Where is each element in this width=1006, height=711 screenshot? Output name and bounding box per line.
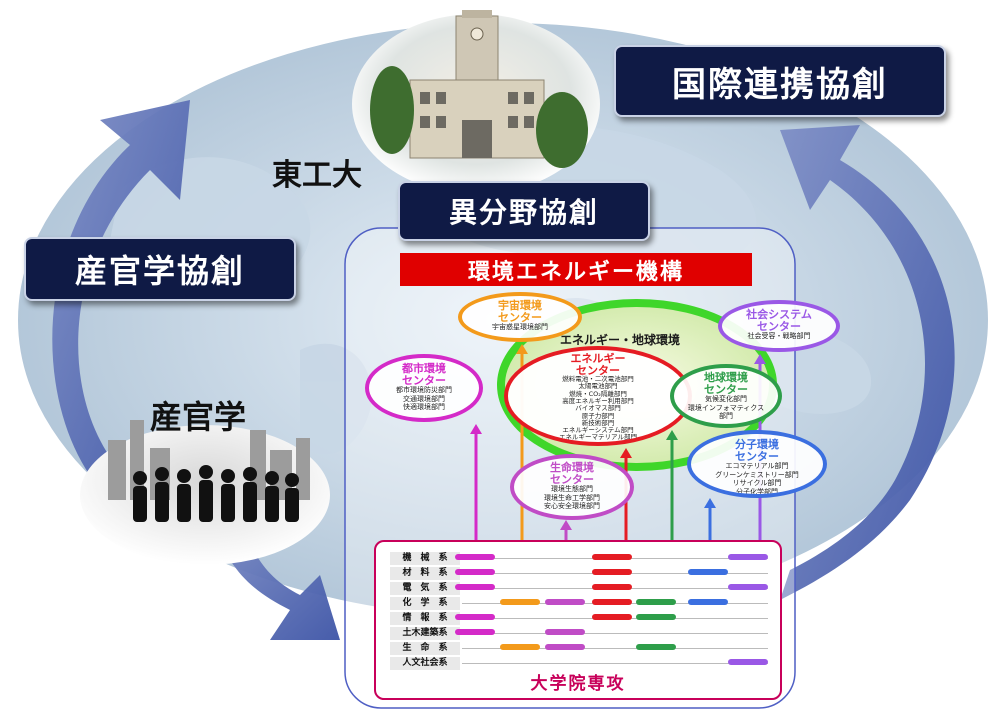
department-row: 生 命 系 bbox=[390, 642, 768, 655]
molecular-center-dept: エコマテリアル部門 bbox=[725, 462, 789, 471]
ring-label-text: エネルギー・地球環境 bbox=[560, 332, 680, 347]
social-center-title: 社会システム bbox=[746, 308, 812, 321]
energy-center: エネルギー センター 燃料電池・二次電池部門 太陽電池部門 燃焼・CO₂隔離部門… bbox=[504, 346, 692, 446]
urban-center-dept: 都市環境防災部門 bbox=[396, 386, 452, 395]
department-row: 電 気 系 bbox=[390, 582, 768, 595]
life-center-title: 生命環境 bbox=[550, 461, 594, 474]
urban-center-subtitle: センター bbox=[402, 373, 446, 387]
energy-center-dept: 燃料電池・二次電池部門 bbox=[562, 375, 634, 384]
energy-center-dept: エネルギーシステム部門 bbox=[562, 426, 634, 435]
department-label: 生 命 系 bbox=[390, 642, 460, 655]
department-row: 人文社会系 bbox=[390, 657, 768, 670]
life-center: 生命環境 センター 環境生態部門 環境生命工学部門 安心安全環境部門 bbox=[510, 454, 634, 520]
department-row: 情 報 系 bbox=[390, 612, 768, 625]
molecular-center: 分子環境 センター エコマテリアル部門 グリーンケミストリー部門 リサイクル部門… bbox=[687, 430, 827, 498]
energy-center-subtitle: センター bbox=[576, 363, 620, 377]
space-center-title: 宇宙環境 bbox=[498, 299, 542, 312]
sangakukan-label: 産官学 bbox=[150, 398, 247, 436]
department-row: 化 学 系 bbox=[390, 597, 768, 610]
department-label: 土木建築系 bbox=[390, 627, 460, 640]
molecular-center-dept: グリーンケミストリー部門 bbox=[715, 470, 799, 479]
connector-arrow bbox=[704, 498, 716, 508]
connector-arrow bbox=[620, 448, 632, 458]
molecular-center-dept: 分子化学部門 bbox=[736, 487, 778, 496]
connector-arrow bbox=[754, 354, 766, 364]
department-row: 土木建築系 bbox=[390, 627, 768, 640]
molecular-center-subtitle: センター bbox=[735, 449, 779, 463]
urban-center-title: 都市環境 bbox=[402, 362, 446, 375]
space-center-subtitle: センター bbox=[498, 310, 542, 324]
connector-arrow bbox=[516, 344, 528, 354]
interdisciplinary-banner-label: 異分野協創 bbox=[448, 196, 599, 229]
energy-center-dept: 新技術部門 bbox=[581, 418, 615, 427]
department-label: 電 気 系 bbox=[390, 582, 460, 595]
people-silhouette-icon bbox=[133, 465, 299, 522]
department-label: 材 料 系 bbox=[390, 567, 460, 580]
energy-center-dept: 太陽電池部門 bbox=[578, 382, 618, 391]
building-icon bbox=[370, 10, 588, 168]
department-label: 情 報 系 bbox=[390, 612, 460, 625]
connector-arrow bbox=[560, 520, 572, 530]
energy-center-dept: エネルギーマテリアル部門 bbox=[559, 433, 637, 442]
life-center-dept: 環境生態部門 bbox=[551, 485, 593, 494]
molecular-center-dept: リサイクル部門 bbox=[732, 479, 782, 488]
earth-center: 地球環境 センター 気候変化部門 環境インフォマティクス 部門 bbox=[670, 364, 782, 428]
urban-center-dept: 交通環境部門 bbox=[403, 394, 445, 403]
earth-center-dept: 環境インフォマティクス bbox=[687, 403, 765, 412]
department-row: 機 械 系 bbox=[390, 552, 768, 565]
organization-title-label: 環境エネルギー機構 bbox=[467, 259, 684, 285]
connector-arrow bbox=[470, 424, 482, 434]
department-label: 化 学 系 bbox=[390, 597, 460, 610]
energy-center-dept: 燃焼・CO₂隔離部門 bbox=[569, 389, 627, 398]
social-center-subtitle: センター bbox=[757, 319, 801, 333]
space-center: 宇宙環境 センター 宇宙惑星環境部門 bbox=[458, 292, 582, 342]
energy-center-dept: 高度エネルギー利用部門 bbox=[562, 396, 634, 405]
life-center-subtitle: センター bbox=[550, 472, 594, 486]
life-center-dept: 安心安全環境部門 bbox=[544, 502, 600, 511]
earth-center-title: 地球環境 bbox=[704, 371, 748, 384]
urban-center: 都市環境 センター 都市環境防災部門 交通環境部門 快適環境部門 bbox=[365, 354, 483, 422]
molecular-center-title: 分子環境 bbox=[735, 438, 779, 451]
earth-center-subtitle: センター bbox=[704, 382, 748, 396]
social-center: 社会システム センター 社会受容・戦略部門 bbox=[718, 300, 840, 352]
energy-center-dept: 原子力部門 bbox=[581, 411, 615, 420]
energy-center-title: エネルギー bbox=[570, 352, 626, 365]
energy-center-dept: バイオマス部門 bbox=[575, 404, 621, 413]
life-center-dept: 環境生命工学部門 bbox=[544, 493, 600, 502]
space-center-dept: 宇宙惑星環境部門 bbox=[492, 323, 548, 332]
international-banner-label: 国際連携協創 bbox=[672, 64, 888, 105]
earth-center-dept: 気候変化部門 bbox=[705, 395, 747, 404]
international-banner: 国際連携協創 bbox=[614, 45, 946, 117]
department-label: 機 械 系 bbox=[390, 552, 460, 565]
industry-gov-academia-banner-label: 産官学協創 bbox=[74, 252, 245, 290]
industry-gov-academia-banner: 産官学協創 bbox=[24, 237, 296, 301]
department-row: 材 料 系 bbox=[390, 567, 768, 580]
earth-center-dept: 部門 bbox=[719, 412, 733, 421]
organization-title: 環境エネルギー機構 bbox=[400, 253, 752, 286]
grid-title: 大学院専攻 bbox=[530, 674, 626, 694]
social-center-dept: 社会受容・戦略部門 bbox=[747, 332, 811, 341]
right-cycle-arrow bbox=[780, 125, 955, 600]
titech-label: 東工大 bbox=[272, 158, 362, 193]
department-label: 人文社会系 bbox=[390, 657, 460, 670]
urban-center-dept: 快適環境部門 bbox=[403, 403, 445, 412]
department-grid: 機 械 系 材 料 系 電 気 系 化 学 系 情 報 系 土木建築系 生 命 … bbox=[374, 540, 782, 700]
connector-arrow bbox=[666, 430, 678, 440]
interdisciplinary-banner: 異分野協創 bbox=[398, 181, 650, 241]
